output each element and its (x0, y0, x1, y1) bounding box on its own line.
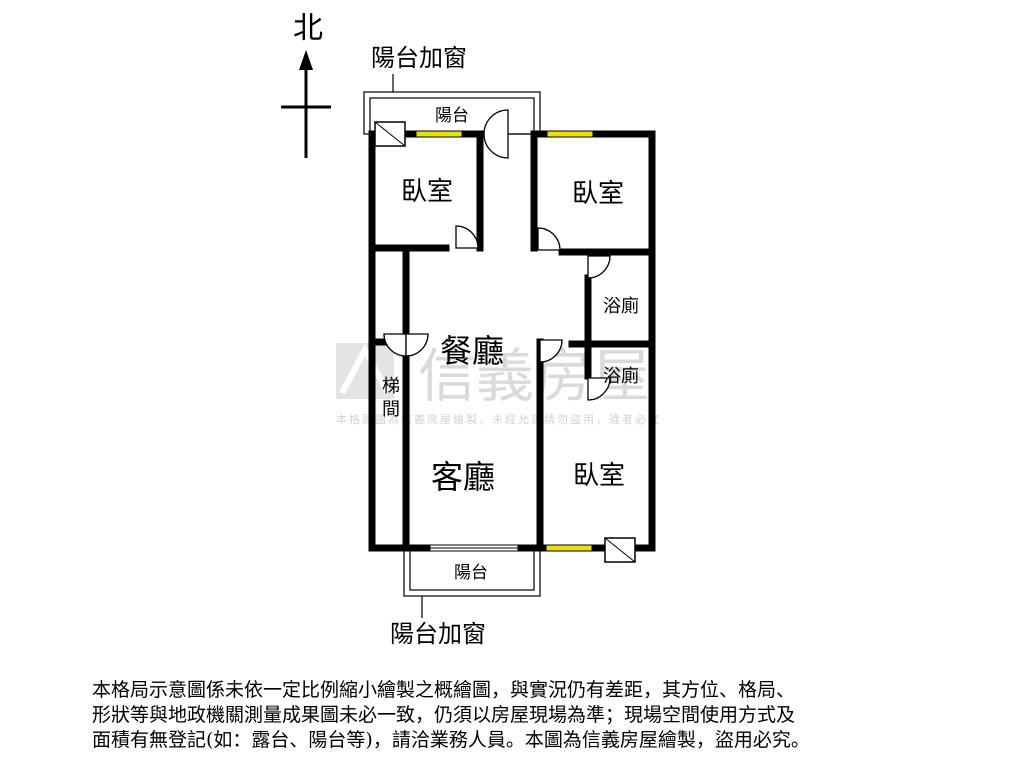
windows (415, 130, 594, 552)
room-labels: 陽台加窗 陽台 臥室 臥室 浴廁 浴廁 餐廳 梯 間 客廳 臥室 陽台 陽台加窗 (371, 44, 639, 648)
watermark-caption: 本格局圖為信義房屋繪製，未經允許請勿盜用，違者必究 (336, 412, 661, 426)
label-balcony-bottom: 陽台 (454, 563, 488, 583)
label-bedroom-ne: 臥室 (572, 179, 624, 209)
watermark-brand: 信義房屋 (418, 342, 650, 410)
label-balcony-window-bottom: 陽台加窗 (390, 620, 486, 648)
label-bedroom-se: 臥室 (573, 461, 625, 491)
disclaimer-line: 本格局示意圖係未依一定比例縮小繪製之概繪圖，與實況仍有差距，其方位、格局、 (92, 679, 796, 701)
disclaimer-line: 形狀等與地政機關測量成果圖未必一致，仍須以房屋現場為準；現場空間使用方式及 (92, 704, 796, 726)
label-stair-2: 間 (382, 399, 400, 420)
label-stair-1: 梯 (382, 376, 400, 397)
ac-unit-icon (604, 537, 636, 563)
door-swing-icons (383, 109, 611, 401)
north-label: 北 (293, 11, 323, 46)
label-dining: 餐廳 (440, 332, 504, 370)
disclaimer-line: 面積有無登記(如：露台、陽台等)，請洽業務人員。本圖為信義房屋繪製，盜用必究。 (92, 729, 810, 751)
label-balcony-window-top: 陽台加窗 (371, 44, 467, 72)
label-bathroom-2: 浴廁 (603, 365, 639, 387)
ac-unit-icon (374, 121, 406, 147)
north-compass: 北 (281, 11, 331, 158)
disclaimer: 本格局示意圖係未依一定比例縮小繪製之概繪圖，與實況仍有差距，其方位、格局、 形狀… (92, 678, 952, 753)
label-bathroom-1: 浴廁 (603, 295, 639, 317)
label-living: 客廳 (431, 458, 495, 496)
watermark: 信義房屋 本格局圖為信義房屋繪製，未經允許請勿盜用，違者必究 (336, 342, 661, 426)
label-balcony-top: 陽台 (435, 106, 469, 126)
label-bedroom-nw: 臥室 (401, 177, 453, 207)
